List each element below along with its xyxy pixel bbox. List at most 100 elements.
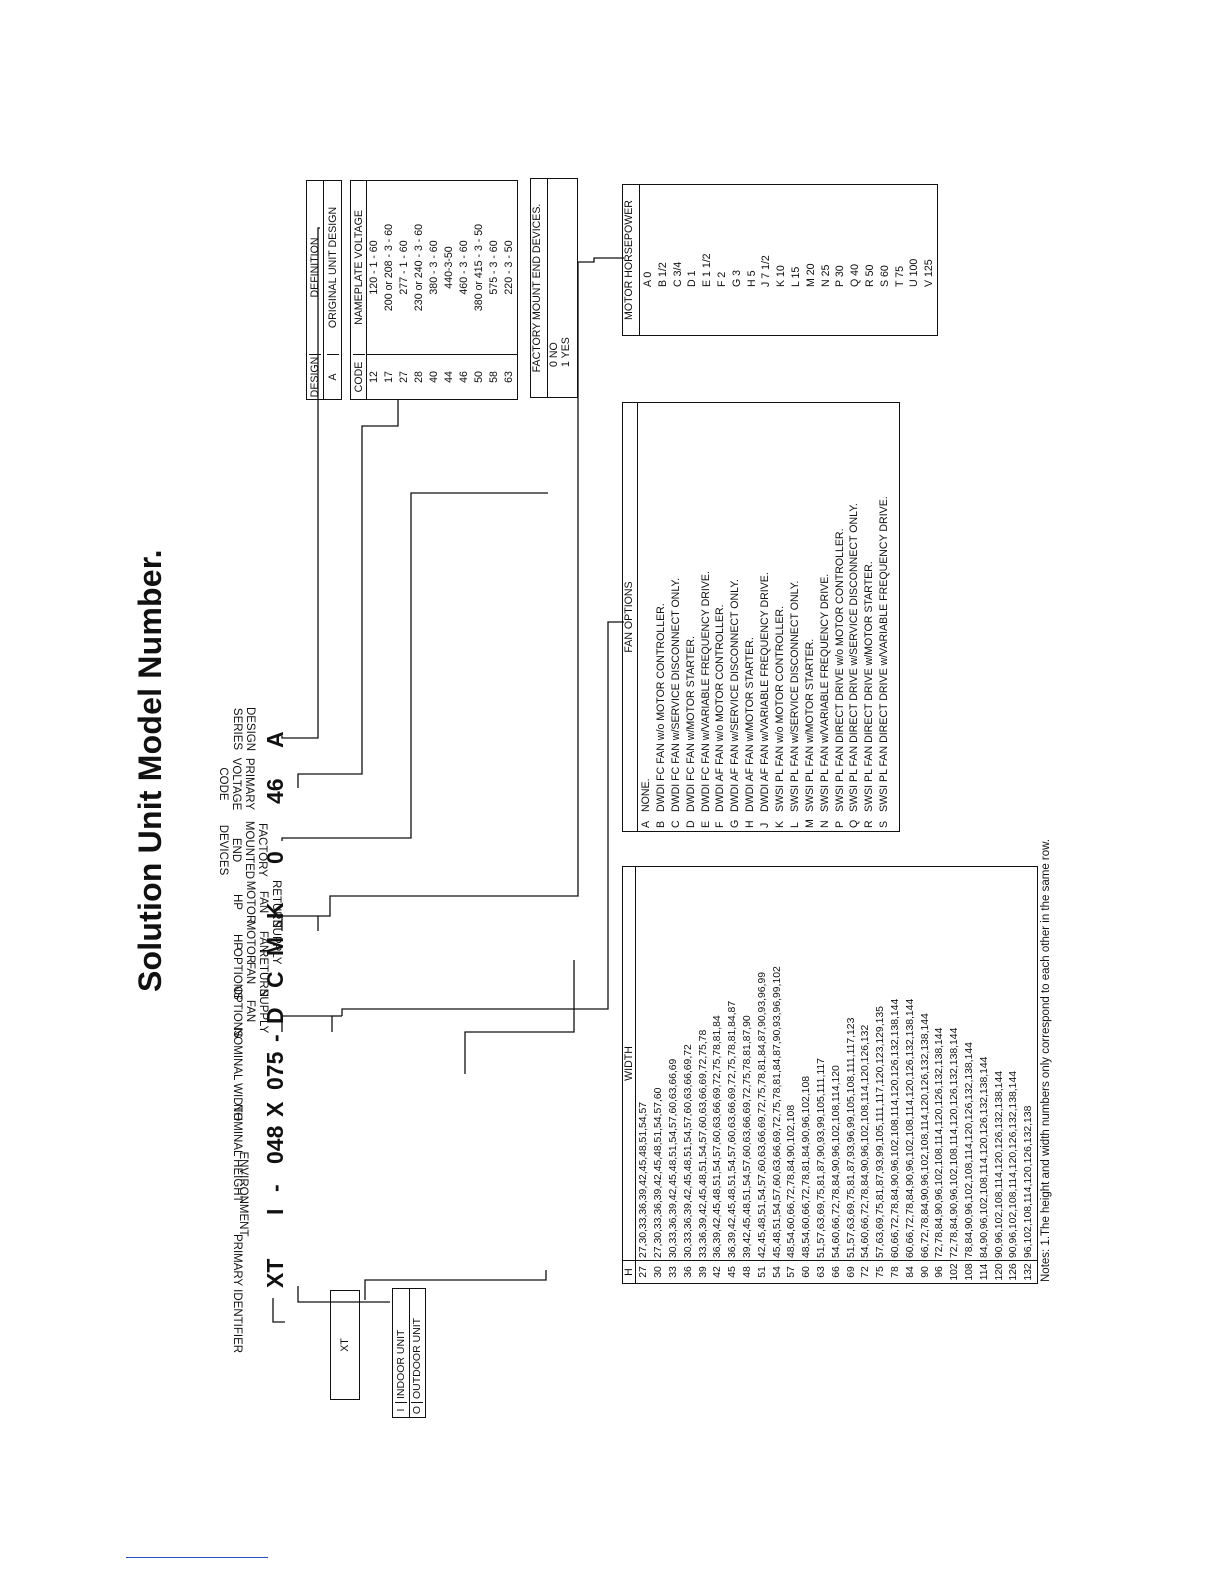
size-table-width-cell: 51,57,63,69,75,81,87,90,93,99,105,111,11… xyxy=(816,1058,828,1258)
motor-hp-row: T 75 xyxy=(893,265,906,287)
motor-hp-row: B 1/2 xyxy=(656,262,669,287)
size-table-h-cell: 63 xyxy=(816,1266,828,1278)
motor-hp-row: A 0 xyxy=(642,271,654,287)
voltage-code-cell: 46 xyxy=(458,371,470,383)
size-table-h-cell: 54 xyxy=(771,1266,783,1278)
size-table-width-cell: 27,30,33,36,39,42,45,48,51,54,57 xyxy=(638,1101,650,1258)
motor-hp-row: K 10 xyxy=(775,265,788,287)
size-table-h-cell: 57 xyxy=(786,1266,798,1278)
size-table-h-cell: 69 xyxy=(845,1266,857,1278)
size-table-width-cell: 48,54,60,66,72,78,81,84,90,96,102,108 xyxy=(801,1075,813,1258)
voltage-desc-cell: 380 - 3 - 60 xyxy=(428,240,440,295)
connector-voltage xyxy=(297,400,399,788)
size-table-width-cell: 48,54,60,66,72,78,84,90,102,108 xyxy=(786,1104,798,1258)
voltage-code-cell: 12 xyxy=(368,371,380,383)
voltage-header-definition: NAMEPLATE VOLTAGE xyxy=(352,210,365,325)
motor-hp-row: P 30 xyxy=(834,265,847,287)
fan-option-code: G xyxy=(729,819,742,828)
fan-option-desc: NONE. xyxy=(640,778,652,812)
fan-option-desc: DWDI FC FAN w/VARIABLE FREQUENCY DRIVE. xyxy=(699,571,712,812)
size-table-h-cell: 84 xyxy=(904,1266,916,1278)
size-table-width-cell: 90,96,102,108,114,120,126,132,138,144 xyxy=(1008,1070,1020,1258)
fan-option-desc: SWSI PL FAN DIRECT DRIVE w/MOTOR STARTER… xyxy=(863,561,876,812)
segment-label-design-series: DESIGN SERIES xyxy=(231,706,256,752)
voltage-code-cell: 28 xyxy=(413,371,425,383)
segment-code-x: X xyxy=(262,1101,288,1117)
voltage-header-code: CODE xyxy=(352,354,365,399)
end-devices-row: 1 YES xyxy=(560,337,572,367)
voltage-desc-cell: 460 - 3 - 60 xyxy=(458,240,470,295)
design-header-definition: DEFINITION xyxy=(309,237,321,298)
fan-option-code: B xyxy=(654,820,667,828)
fan-options-header: FAN OPTIONS xyxy=(623,403,638,831)
size-table-width-cell: 42,45,48,51,54,57,60,63,66,69,72,75,78,8… xyxy=(756,971,768,1258)
voltage-desc-cell: 230 or 240 - 3 - 60 xyxy=(413,223,425,312)
voltage-desc-cell: 120 - 1 - 60 xyxy=(368,240,380,295)
fan-option-row: L SWSI PL FAN w/SERVICE DISCONNECT ONLY. xyxy=(788,406,803,828)
motor-hp-header: MOTOR HORSEPOWER xyxy=(623,185,640,335)
connector-environment xyxy=(297,1286,390,1303)
size-table-width-cell: 33,36,39,42,45,48,51,54,57,60,63,66,69,7… xyxy=(697,1029,709,1258)
voltage-code-cell: 40 xyxy=(428,371,440,383)
fan-option-code: S xyxy=(878,820,891,828)
fan-option-desc: SWSI PL FAN DIRECT DRIVE w/VARIABLE FREQ… xyxy=(878,496,891,812)
environment-row: I INDOOR UNIT xyxy=(393,1289,410,1417)
fan-option-desc: SWSI PL FAN w/o MOTOR CONTROLLER. xyxy=(774,605,787,812)
connector-identifier xyxy=(272,1298,285,1323)
segment-label-factory-mounted-end-devices: FACTORY MOUNTED END DEVICES xyxy=(217,820,268,880)
fan-option-desc: DWDI AF FAN w/VARIABLE FREQUENCY DRIVE. xyxy=(759,572,772,812)
fan-option-row: S SWSI PL FAN DIRECT DRIVE w/VARIABLE FRE… xyxy=(877,406,892,828)
connector-end-devices xyxy=(281,492,548,841)
motor-hp-row: F 2 xyxy=(715,271,728,287)
fan-option-code: C xyxy=(669,820,682,828)
size-table-width-cell: 30,33,36,39,42,45,48,51,54,57,60,63,66,6… xyxy=(668,1058,680,1258)
size-table-h-cell: 48 xyxy=(742,1266,754,1278)
fan-option-row: K SWSI PL FAN w/o MOTOR CONTROLLER. xyxy=(773,406,788,828)
voltage-code-cell: 58 xyxy=(488,371,500,383)
size-table-width-cell: 84,90,96,102,108,114,120,126,132,138,144 xyxy=(978,1056,990,1258)
size-table-width-cell: 54,60,66,72,78,84,90,96,102,108,114,120 xyxy=(830,1065,842,1258)
fan-option-code: Q xyxy=(848,819,861,828)
motor-hp-row: V 125 xyxy=(923,259,936,287)
fan-option-desc: SWSI PL FAN DIRECT DRIVE w/SERVICE DISCO… xyxy=(848,503,861,812)
motor-hp-row: G 3 xyxy=(730,269,743,287)
motor-hp-row: H 5 xyxy=(745,270,758,288)
fan-option-code: K xyxy=(774,820,787,828)
size-table-width-cell: 72,78,84,90,96,102,108,114,120,126,132,1… xyxy=(934,1027,946,1258)
motor-hp-row: S 60 xyxy=(878,265,891,287)
fan-option-row: Q SWSI PL FAN DIRECT DRIVE w/SERVICE DISC… xyxy=(847,406,862,828)
fan-option-code: J xyxy=(759,822,772,828)
fan-option-desc: SWSI PL FAN w/SERVICE DISCONNECT ONLY. xyxy=(788,580,801,812)
segment-label-nominal-width: NOMINAL WIDTH xyxy=(231,1028,243,1121)
footer-rule xyxy=(126,1557,268,1558)
connector-fan-options xyxy=(281,1015,333,1032)
fan-option-desc: SWSI PL FAN w/MOTOR STARTER. xyxy=(803,638,816,812)
size-table-h-cell: 42 xyxy=(712,1266,724,1278)
fan-option-code: L xyxy=(788,822,801,828)
fan-option-desc: DWDI FC FAN w/MOTOR STARTER. xyxy=(684,636,697,812)
size-table-width-cell: 30,33,36,39,42,45,48,51,54,57,60,63,66,6… xyxy=(682,1044,694,1258)
size-table-h-cell: 102 xyxy=(949,1263,961,1281)
size-table-width-cell: 54,60,66,72,78,84,90,96,102,108,114,120,… xyxy=(860,1024,872,1258)
voltage-desc-cell: 200 or 208 - 3 - 60 xyxy=(383,223,395,312)
segment-label-return-fan-motor-hp: RETURN FAN MOTOR HP xyxy=(231,880,282,928)
size-table-width-cell: 60,66,72,78,84,90,96,102,108,114,120,126… xyxy=(890,998,902,1258)
size-table-h-cell: 75 xyxy=(875,1266,887,1278)
segment-code-xt: XT xyxy=(262,1258,288,1288)
motor-hp-row: E 1 1/2 xyxy=(701,253,714,287)
motor-hp-row: N 25 xyxy=(819,264,832,287)
motor-hp-row: R 50 xyxy=(863,264,876,287)
size-table-h-cell: 33 xyxy=(668,1266,680,1278)
size-table-h-cell: 120 xyxy=(993,1263,1005,1281)
size-table-h-cell: 60 xyxy=(801,1266,813,1278)
